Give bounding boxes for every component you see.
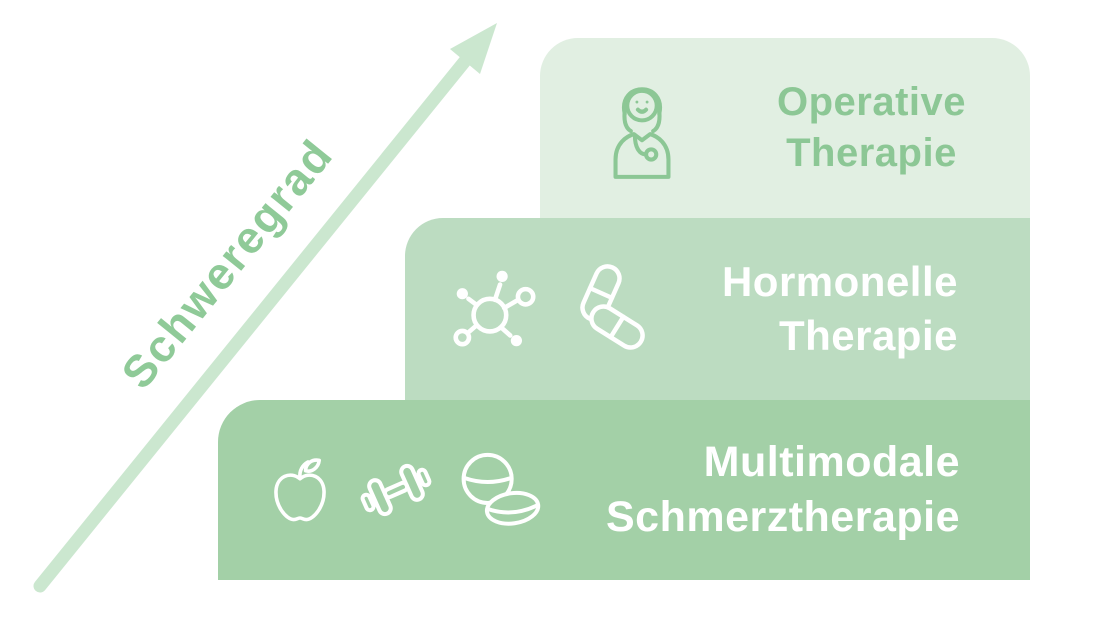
level-3-title: Multimodale Schmerztherapie: [606, 435, 960, 545]
level-3-title-line-2: Schmerztherapie: [605, 493, 960, 541]
level-1-icons: [596, 71, 688, 185]
capsules-icon: [580, 264, 645, 350]
level-hormonelle-therapie: Hormonelle Therapie: [405, 218, 1030, 400]
level-multimodale-schmerztherapie: Multimodale Schmerztherapie: [218, 400, 1030, 580]
level-3-title-line-1: Multimodale: [703, 437, 960, 486]
level-2-title: Hormonelle Therapie: [722, 255, 958, 363]
severity-arrow: [33, 23, 497, 593]
level-2-icons: [445, 256, 659, 362]
level-operative-therapie: Operative Therapie: [540, 38, 1030, 218]
level-2-title-line-2: Therapie: [778, 312, 958, 359]
level-1-title-line-2: Therapie: [786, 131, 957, 175]
level-2-title-line-1: Hormonelle: [721, 258, 958, 306]
level-1-title: Operative Therapie: [777, 77, 966, 179]
level-1-title-line-1: Operative: [776, 79, 966, 124]
molecule-icon: [453, 270, 536, 347]
tablets-icon: [461, 452, 541, 526]
level-3-icons: [260, 445, 550, 535]
apple-icon: [274, 458, 326, 522]
female-doctor-icon: [613, 87, 671, 179]
dumbbell-icon: [360, 463, 432, 517]
